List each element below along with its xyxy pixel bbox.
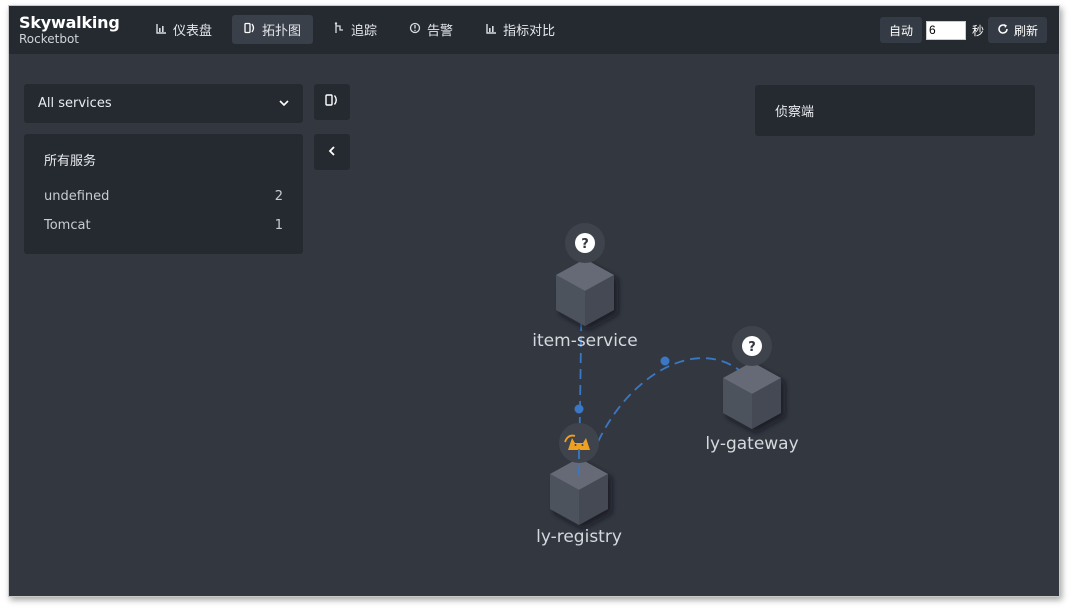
topology-icon — [244, 22, 256, 37]
nav-topology-label: 拓扑图 — [262, 24, 302, 39]
question-mark-glyph: ? — [748, 340, 756, 355]
node-ly-gateway[interactable]: ? ly-gateway — [705, 326, 799, 454]
service-group-name: undefined — [44, 189, 110, 204]
nav-topology[interactable]: 拓扑图 — [232, 15, 314, 44]
logo-main-text: Skywalking — [19, 13, 120, 32]
alarm-icon — [409, 22, 421, 37]
nav-alarm[interactable]: 告警 — [397, 15, 465, 44]
nav-alarm-label: 告警 — [427, 24, 454, 39]
tomcat-icon — [564, 434, 590, 450]
edge-call-dot — [574, 404, 584, 414]
service-select-value: All services — [38, 96, 112, 111]
logo: Skywalking Rocketbot — [19, 13, 120, 47]
service-group-count: 2 — [274, 189, 283, 204]
observer-panel: 侦察端 — [755, 85, 1035, 136]
refresh-button[interactable]: 刷新 — [987, 17, 1047, 43]
node-label: ly-registry — [536, 527, 622, 547]
refresh-controls: 自动 秒 刷新 — [879, 17, 1047, 43]
node-cube — [723, 362, 781, 429]
observer-panel-label: 侦察端 — [775, 105, 815, 120]
refresh-icon — [997, 23, 1009, 38]
auto-refresh-toggle[interactable]: 自动 — [879, 17, 922, 43]
nav-metric-compare-label: 指标对比 — [503, 24, 556, 39]
collapse-panel-button[interactable] — [314, 134, 350, 170]
nav-metric-compare[interactable]: 指标对比 — [473, 15, 567, 44]
nav-dashboard-label: 仪表盘 — [173, 24, 213, 39]
nav-trace-label: 追踪 — [351, 24, 378, 39]
nav-trace[interactable]: 追踪 — [321, 15, 389, 44]
unknown-service-icon — [742, 336, 762, 356]
chart-icon — [155, 23, 167, 37]
service-group-panel: 所有服务 undefined 2 Tomcat 1 — [24, 134, 303, 254]
node-label: ly-gateway — [705, 434, 798, 454]
service-select[interactable]: All services — [24, 84, 303, 123]
node-cube — [556, 259, 614, 326]
list-item[interactable]: Tomcat 1 — [44, 218, 283, 247]
interval-unit-label: 秒 — [971, 23, 984, 38]
main-nav: 仪表盘 拓扑图 追踪 告警 — [143, 15, 567, 44]
node-ly-registry[interactable]: ly-registry — [536, 423, 622, 547]
service-group-name: Tomcat — [44, 218, 91, 233]
nav-dashboard[interactable]: 仪表盘 — [143, 15, 224, 44]
topology-view-button[interactable] — [314, 84, 350, 120]
service-group-count: 1 — [274, 218, 283, 233]
service-group-title: 所有服务 — [44, 154, 97, 169]
top-navigation-bar: Skywalking Rocketbot 仪表盘 拓扑图 追踪 — [9, 6, 1059, 54]
question-mark-glyph: ? — [581, 237, 589, 252]
edge-ly-gateway-ly-registry[interactable] — [596, 357, 745, 445]
node-label: item-service — [532, 331, 637, 351]
trace-icon — [333, 22, 345, 37]
chevron-down-icon — [279, 96, 289, 111]
topology-icon — [325, 93, 339, 111]
node-item-service[interactable]: ? item-service — [532, 223, 638, 351]
logo-sub-text: Rocketbot — [19, 32, 80, 46]
list-item[interactable]: undefined 2 — [44, 189, 283, 218]
refresh-interval-input[interactable] — [925, 20, 966, 40]
topology-graph: ? item-service ? ly-gateway — [532, 223, 799, 547]
chevron-left-icon — [328, 144, 336, 160]
refresh-label: 刷新 — [1013, 23, 1038, 38]
unknown-service-icon — [575, 233, 595, 253]
chart-icon — [485, 23, 497, 37]
edge-call-dot — [660, 356, 670, 366]
app-window: Skywalking Rocketbot 仪表盘 拓扑图 追踪 — [8, 5, 1060, 597]
